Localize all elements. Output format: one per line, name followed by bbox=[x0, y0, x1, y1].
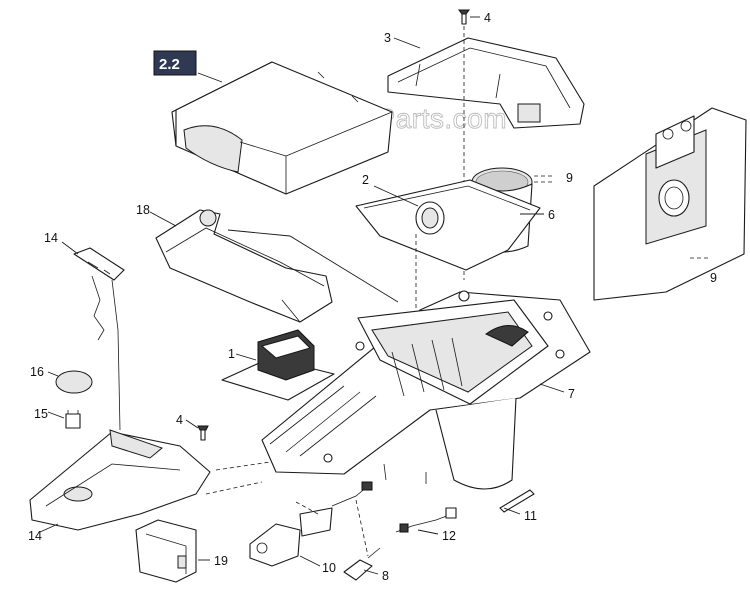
part-10-switch-module bbox=[249, 481, 373, 567]
callout-10: 10 bbox=[322, 561, 336, 575]
top-lid-part bbox=[171, 61, 393, 195]
callout-2: 2 bbox=[362, 173, 369, 187]
part-18-handle bbox=[155, 209, 333, 323]
callout-4-top: 4 bbox=[484, 11, 491, 25]
part-8-strain-relief bbox=[343, 547, 381, 581]
screw-part-4-lower bbox=[197, 425, 209, 441]
callout-4-lower: 4 bbox=[176, 413, 183, 427]
part-11-rod bbox=[499, 489, 535, 513]
part-3-bracket bbox=[387, 37, 585, 129]
screw-part-4-top bbox=[458, 9, 470, 25]
part-6-filter-holder bbox=[355, 179, 541, 271]
callout-7: 7 bbox=[568, 387, 575, 401]
callout-9-filter: 9 bbox=[566, 171, 573, 185]
part-14-lower-cover bbox=[29, 429, 211, 531]
part-16-button-cap bbox=[55, 370, 93, 394]
part-12-cable bbox=[395, 507, 457, 533]
part-9-dust-bag bbox=[593, 107, 747, 301]
part-19-bracket bbox=[135, 519, 197, 583]
badge-label: 2.2 bbox=[159, 56, 180, 73]
callout-11: 11 bbox=[524, 509, 537, 523]
part-7-base-housing bbox=[261, 290, 591, 490]
callout-16: 16 bbox=[30, 365, 44, 379]
callout-14-bracket: 14 bbox=[44, 231, 58, 245]
part-14-cable-bracket bbox=[73, 247, 125, 341]
part-1-motor-module bbox=[221, 329, 335, 401]
callout-15: 15 bbox=[34, 407, 48, 421]
callout-1: 1 bbox=[228, 347, 235, 361]
part-2-ring bbox=[415, 201, 445, 235]
callout-9-bag: 9 bbox=[710, 271, 717, 285]
callout-14-cover: 14 bbox=[28, 529, 42, 543]
callout-18: 18 bbox=[136, 203, 150, 217]
callout-6: 6 bbox=[548, 208, 555, 222]
callout-3: 3 bbox=[384, 31, 391, 45]
callout-12: 12 bbox=[442, 529, 456, 543]
callout-19: 19 bbox=[214, 554, 228, 568]
callout-8: 8 bbox=[382, 569, 389, 583]
part-15-switch bbox=[65, 410, 81, 429]
assembly-badge: 2.2 bbox=[153, 50, 197, 76]
